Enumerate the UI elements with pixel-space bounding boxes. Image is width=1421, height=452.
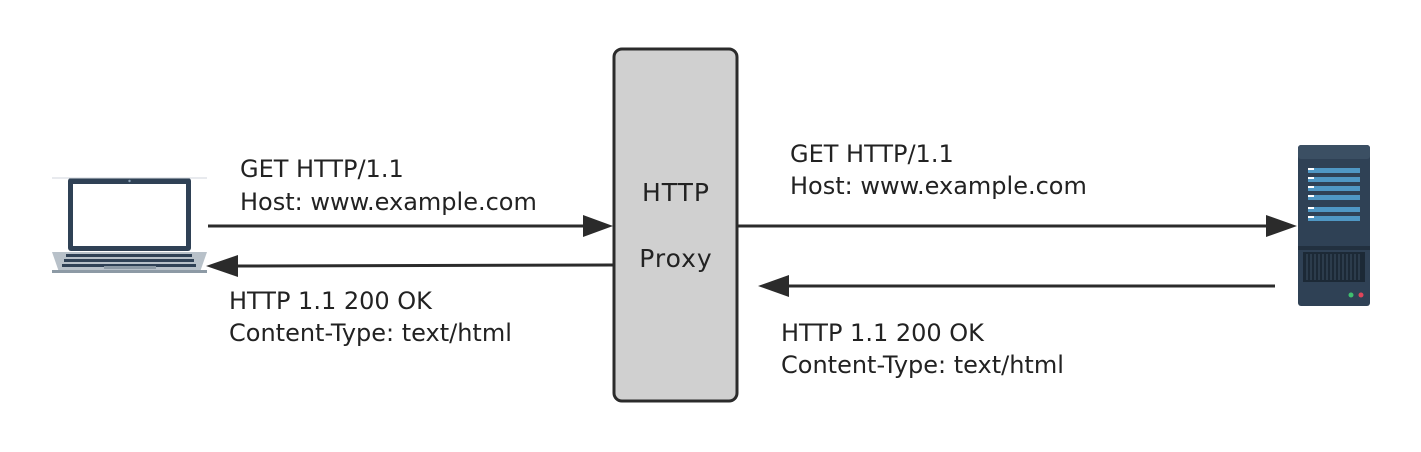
server-request-line2: Host: www.example.com [790,172,1087,200]
server-response-line1: HTTP 1.1 200 OK [781,319,985,347]
client-request-line1: GET HTTP/1.1 [240,155,404,183]
arrow-server-to-proxy [758,275,1275,297]
server-request-line1: GET HTTP/1.1 [790,140,954,168]
proxy-subtitle: Proxy [639,244,712,273]
arrow-proxy-to-server [738,215,1297,237]
server-led-green [1348,292,1354,298]
proxy-box: HTTP Proxy [612,47,739,403]
arrow-proxy-to-client [206,255,614,277]
client-response-label: HTTP 1.1 200 OK Content-Type: text/html [229,287,512,347]
client-request-line2: Host: www.example.com [240,188,537,216]
arrow-client-to-proxy [208,215,613,237]
client-response-line2: Content-Type: text/html [229,319,512,347]
server-icon [1298,145,1370,306]
server-request-label: GET HTTP/1.1 Host: www.example.com [790,140,1087,200]
laptop-icon [52,177,207,273]
proxy-title: HTTP [642,178,710,207]
server-led-red [1358,292,1364,298]
client-response-line1: HTTP 1.1 200 OK [229,287,433,315]
server-response-line2: Content-Type: text/html [781,351,1064,379]
server-response-label: HTTP 1.1 200 OK Content-Type: text/html [781,319,1064,379]
client-request-label: GET HTTP/1.1 Host: www.example.com [240,155,537,216]
